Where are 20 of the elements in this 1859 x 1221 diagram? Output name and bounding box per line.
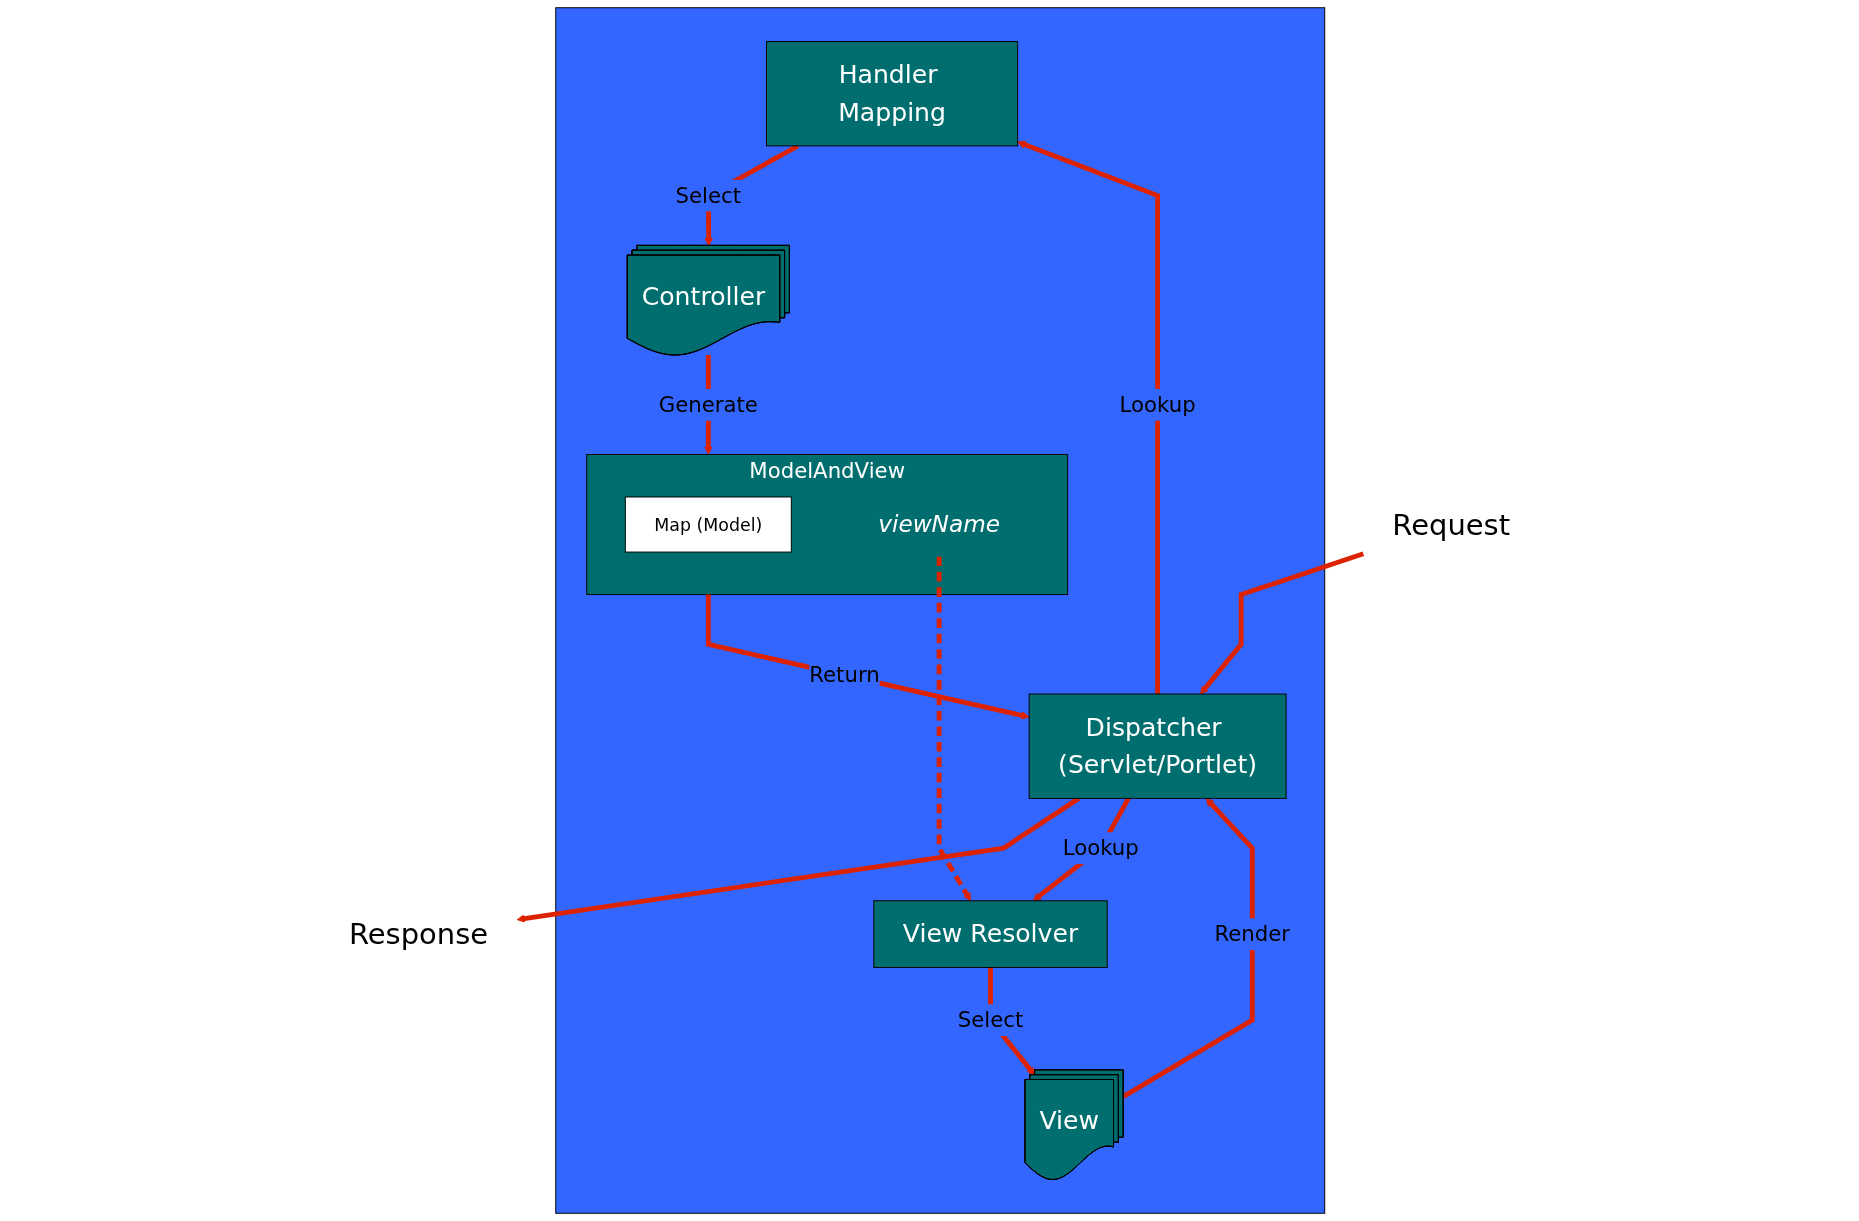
edge-label: Lookup	[1119, 392, 1196, 417]
node-box: Map (Model)	[624, 496, 792, 553]
arrow	[936, 556, 971, 902]
edge-label: Lookup	[1062, 836, 1139, 861]
node-box: Dispatcher (Servlet/Portlet)	[1028, 693, 1287, 799]
node-box: Handler Mapping	[766, 41, 1019, 147]
cluster	[555, 7, 1326, 1214]
edge-label: Select	[957, 1008, 1024, 1033]
arrow	[705, 594, 1030, 720]
edge-label: Return	[809, 663, 880, 688]
arrow	[1017, 140, 1161, 695]
node-text: viewName	[878, 511, 1001, 539]
arrow	[1200, 551, 1365, 695]
edge-label: Render	[1214, 922, 1291, 947]
node-box: View Resolver	[873, 900, 1108, 968]
arrow	[1122, 798, 1255, 1099]
node-text: Request	[1392, 507, 1511, 542]
edge-label: Select	[675, 183, 742, 208]
node-text: Response	[348, 917, 489, 952]
edge-label: Generate	[658, 392, 758, 417]
